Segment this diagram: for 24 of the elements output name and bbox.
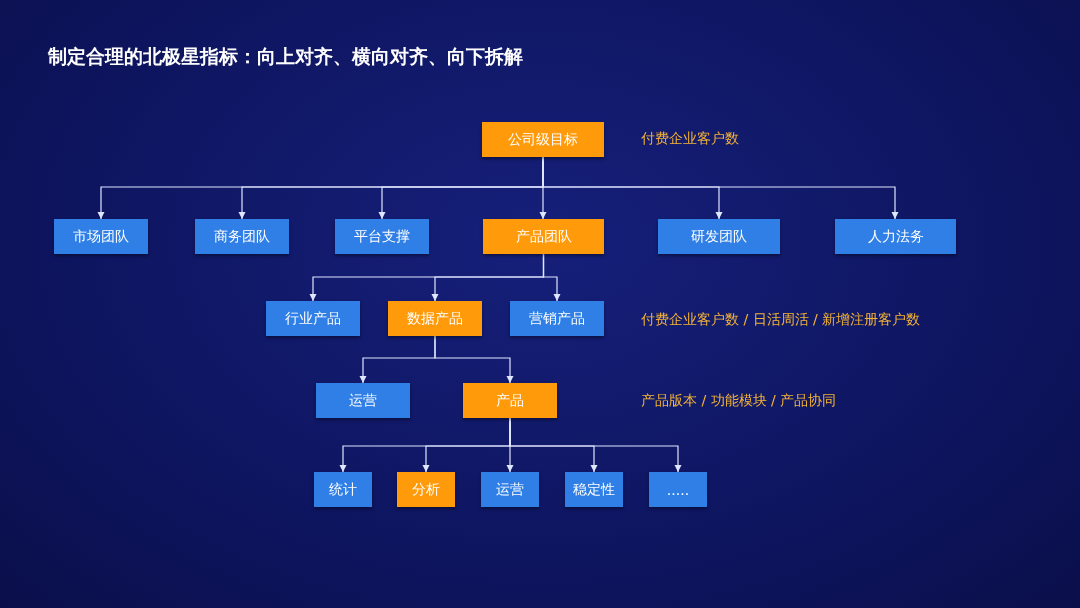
team-box: 行业产品 bbox=[266, 301, 360, 336]
team-box: 统计 bbox=[314, 472, 372, 507]
team-box: 平台支撑 bbox=[335, 219, 429, 254]
title: 制定合理的北极星指标：向上对齐、横向对齐、向下拆解 bbox=[48, 44, 523, 69]
highlighted-box: 产品 bbox=[463, 383, 557, 418]
arrow bbox=[509, 417, 682, 473]
arrow bbox=[542, 253, 561, 302]
team-box: 运营 bbox=[481, 472, 539, 507]
team-box: 人力法务 bbox=[835, 219, 956, 254]
highlighted-box: 分析 bbox=[397, 472, 455, 507]
metric-label: 付费企业客户数 bbox=[641, 130, 739, 148]
metric-label: 产品版本 / 功能模块 / 产品协同 bbox=[641, 392, 837, 410]
highlighted-box: 数据产品 bbox=[388, 301, 482, 336]
team-box: 市场团队 bbox=[54, 219, 148, 254]
team-box: 稳定性 bbox=[565, 472, 623, 507]
highlighted-box: 公司级目标 bbox=[482, 122, 604, 157]
arrow bbox=[434, 335, 514, 384]
team-box: 研发团队 bbox=[658, 219, 780, 254]
team-box: 营销产品 bbox=[510, 301, 604, 336]
team-box: 商务团队 bbox=[195, 219, 289, 254]
team-box: ..... bbox=[649, 472, 707, 507]
team-box: 运营 bbox=[316, 383, 410, 418]
metric-label: 付费企业客户数 / 日活周活 / 新增注册客户数 bbox=[641, 311, 921, 329]
highlighted-box: 产品团队 bbox=[483, 219, 604, 254]
